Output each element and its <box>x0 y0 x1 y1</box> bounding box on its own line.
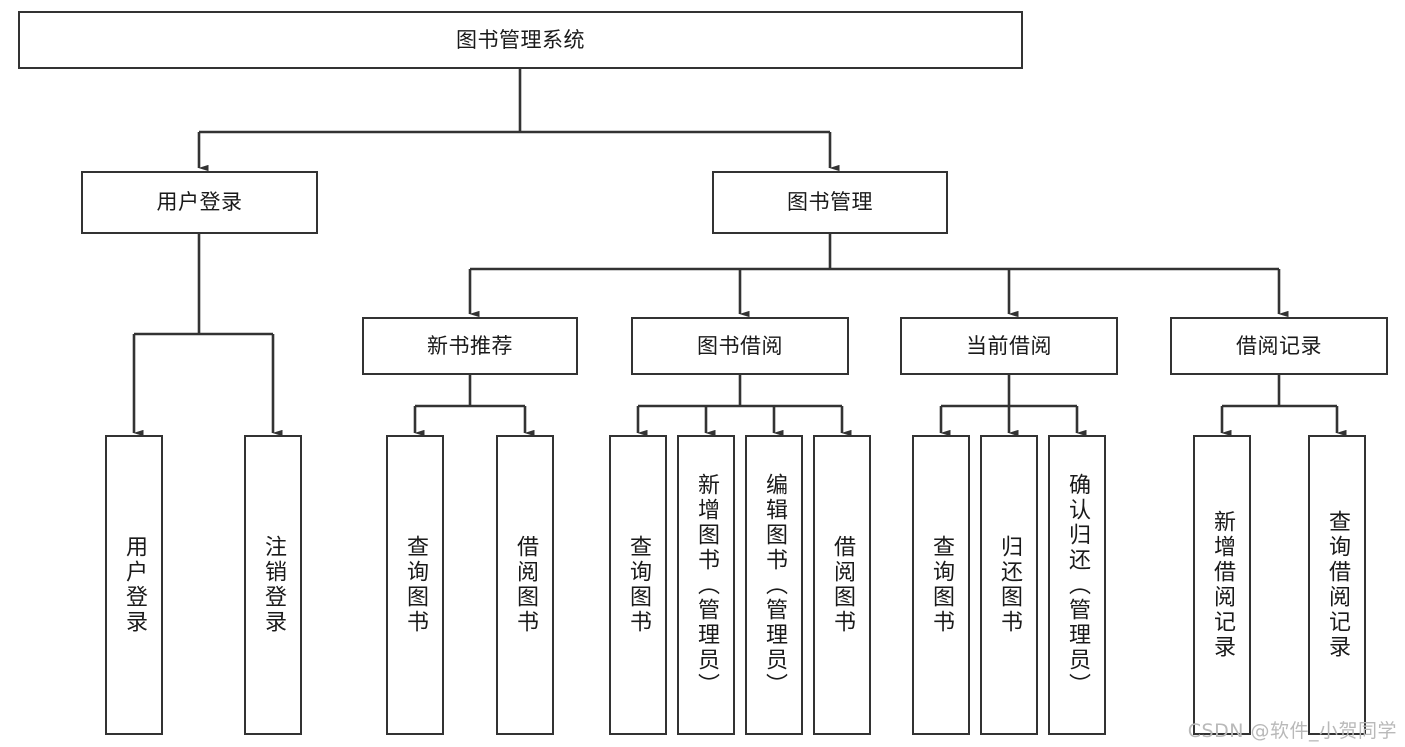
node-label: 用户登录 <box>156 190 243 215</box>
node-label: 确认归还（管理员） <box>1065 472 1090 698</box>
node-leaf-query-book-rec[interactable]: 查询图书 <box>386 435 444 735</box>
node-leaf-return-book[interactable]: 归还图书 <box>980 435 1038 735</box>
node-label: 当前借阅 <box>966 333 1052 358</box>
node-leaf-query-borrow-record[interactable]: 查询借阅记录 <box>1308 435 1366 735</box>
node-book-management[interactable]: 图书管理 <box>712 171 948 234</box>
node-leaf-borrow-book[interactable]: 借阅图书 <box>813 435 871 735</box>
node-label: 新增借阅记录 <box>1210 510 1235 660</box>
node-label: 查询图书 <box>929 535 954 635</box>
node-new-book-recommendation[interactable]: 新书推荐 <box>362 317 578 375</box>
node-label: 查询借阅记录 <box>1325 510 1350 660</box>
node-leaf-query-book-current[interactable]: 查询图书 <box>912 435 970 735</box>
node-label: 图书管理系统 <box>456 27 585 52</box>
node-label: 用户登录 <box>122 535 147 635</box>
node-label: 图书管理 <box>787 190 873 215</box>
node-label: 编辑图书（管理员） <box>762 472 787 698</box>
node-leaf-add-book-admin[interactable]: 新增图书（管理员） <box>677 435 735 735</box>
node-leaf-confirm-return-admin[interactable]: 确认归还（管理员） <box>1048 435 1106 735</box>
node-current-borrow[interactable]: 当前借阅 <box>900 317 1118 375</box>
node-leaf-add-borrow-record[interactable]: 新增借阅记录 <box>1193 435 1251 735</box>
node-leaf-borrow-book-rec[interactable]: 借阅图书 <box>496 435 554 735</box>
node-leaf-user-login[interactable]: 用户登录 <box>105 435 163 735</box>
watermark-text: CSDN @软件_小贺同学 <box>1187 720 1397 742</box>
node-label: 借阅图书 <box>513 535 538 635</box>
node-root-book-management-system[interactable]: 图书管理系统 <box>18 11 1023 69</box>
node-leaf-query-book-borrow[interactable]: 查询图书 <box>609 435 667 735</box>
node-label: 借阅记录 <box>1236 333 1322 358</box>
node-label: 注销登录 <box>261 535 286 635</box>
node-label: 新书推荐 <box>427 333 513 358</box>
node-borrow-record[interactable]: 借阅记录 <box>1170 317 1388 375</box>
node-label: 借阅图书 <box>830 535 855 635</box>
node-user-login[interactable]: 用户登录 <box>81 171 318 234</box>
node-label: 查询图书 <box>403 535 428 635</box>
node-label: 查询图书 <box>626 535 651 635</box>
node-leaf-edit-book-admin[interactable]: 编辑图书（管理员） <box>745 435 803 735</box>
node-book-borrow[interactable]: 图书借阅 <box>631 317 849 375</box>
node-leaf-logout[interactable]: 注销登录 <box>244 435 302 735</box>
node-label: 归还图书 <box>997 535 1022 635</box>
node-label: 图书借阅 <box>697 333 783 358</box>
node-label: 新增图书（管理员） <box>694 472 719 698</box>
